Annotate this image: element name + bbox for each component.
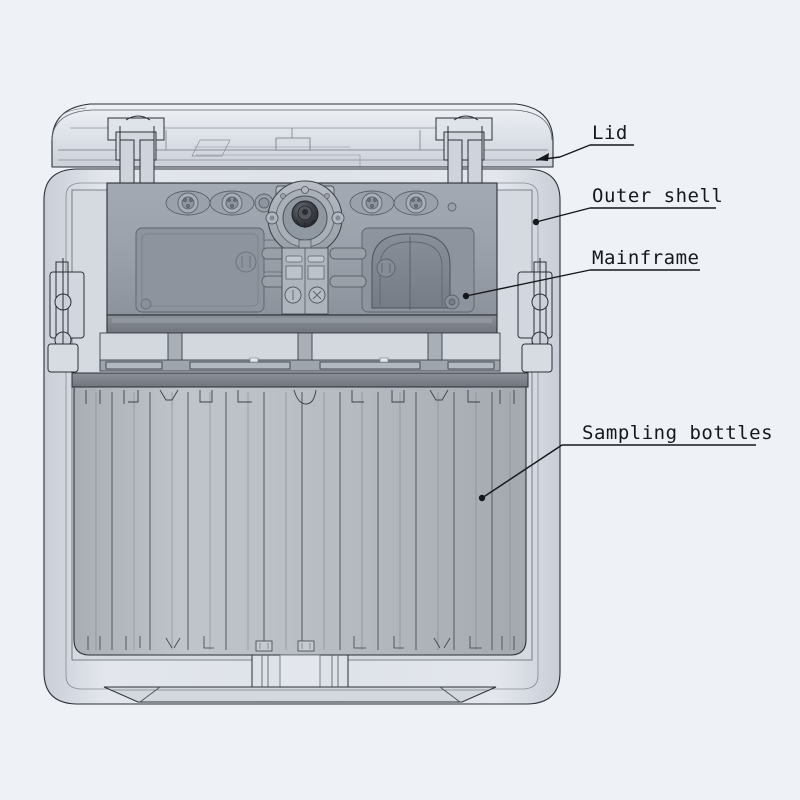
- outer-shell-leader-line: [535, 207, 591, 223]
- hinge-right: [517, 258, 553, 373]
- mainframe-leader-line: [465, 269, 591, 297]
- mainframe-leader-dot: [462, 292, 470, 300]
- annotation-layer: Lid Outer shell Mainframe Sampling bottl…: [462, 122, 773, 502]
- annotation-sampling-bottles: Sampling bottles: [478, 422, 773, 502]
- annotation-lid: Lid: [535, 122, 634, 161]
- annotation-outer-shell: Outer shell: [532, 185, 723, 226]
- base-pedestal: [103, 654, 497, 703]
- label-lid: Lid: [592, 122, 628, 144]
- annotation-mainframe: Mainframe: [462, 247, 700, 300]
- connector-ports-right: [349, 190, 457, 216]
- outer-shell-leader-dot: [532, 218, 540, 226]
- label-outer-shell: Outer shell: [592, 185, 723, 207]
- lid-leader-tail: [559, 144, 591, 158]
- sampling-bottles-leader-dot: [478, 494, 486, 502]
- label-sampling-bottles: Sampling bottles: [582, 422, 773, 444]
- sampling-bottles-leader-line: [481, 444, 580, 499]
- bottle-base-clips: [255, 640, 315, 652]
- sampling-bottle-rack: [73, 386, 527, 656]
- distributor-module: [265, 180, 345, 315]
- bottle-highlights: [95, 392, 511, 650]
- bottle-neck-brackets: [85, 389, 515, 405]
- label-mainframe: Mainframe: [592, 247, 699, 269]
- support-frame: [99, 332, 501, 372]
- bottle-base-brackets: [87, 636, 515, 650]
- bottle-rack-rail: [71, 372, 529, 388]
- bottle-dividers: [111, 392, 493, 650]
- hinge-left: [47, 258, 85, 373]
- lid-leader-arrow: [536, 153, 549, 161]
- connector-ports-left: [165, 190, 274, 216]
- pump-module: [361, 227, 475, 313]
